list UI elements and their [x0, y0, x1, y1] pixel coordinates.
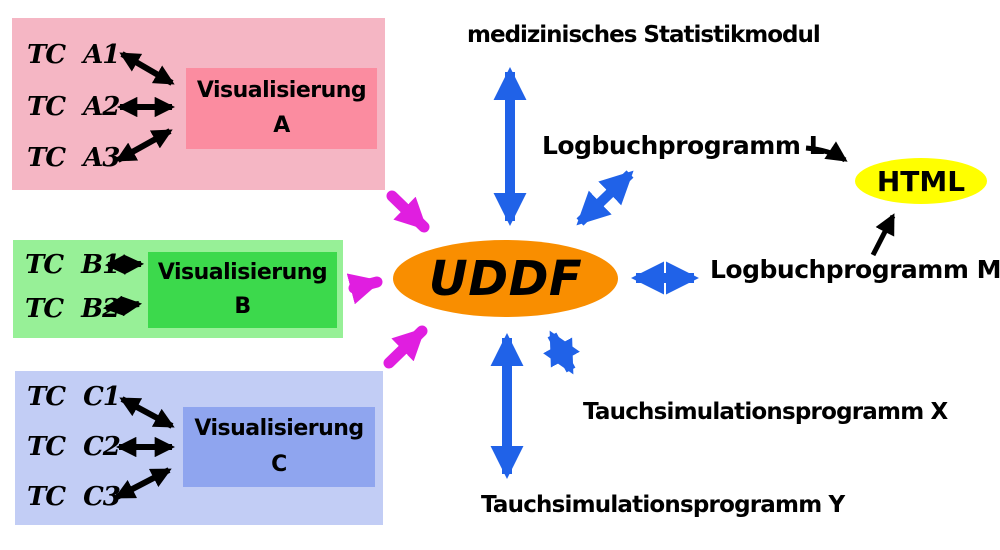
visualisierung-c-letter: C: [271, 451, 287, 477]
arrow-groupc-uddf: [383, 325, 428, 369]
tc-c2-label: TC C2: [27, 432, 121, 462]
tc-b2-label: TC B2: [25, 294, 120, 324]
tc-b1-label: TC B1: [25, 250, 120, 280]
tauchsimulation-x-label: Tauchsimulationsprogramm X: [583, 399, 948, 425]
visualisierung-b-letter: B: [234, 294, 251, 319]
html-node: HTML: [855, 158, 987, 204]
visualisierung-b-title: Visualisierung: [157, 260, 328, 285]
visualisierung-a-title: Visualisierung: [196, 77, 367, 103]
logbuchprogramm-l-label: Logbuchprogramm L: [542, 131, 825, 160]
arrow-uddf-logbuch-l: [576, 170, 634, 226]
arrow-uddf-tauchsim-x: [543, 330, 580, 375]
visualisierung-c-box: Visualisierung C: [183, 407, 375, 487]
visualisierung-a-letter: A: [273, 113, 290, 139]
tc-c1-label: TC C1: [27, 382, 121, 412]
uddf-label: UDDF: [428, 250, 583, 307]
visualisierung-b-box: Visualisierung B: [148, 252, 337, 328]
tc-a2-label: TC A2: [27, 92, 120, 122]
tc-a3-label: TC A3: [27, 143, 120, 173]
arrow-groupb-uddf: [346, 273, 383, 305]
uddf-node: UDDF: [393, 240, 618, 317]
visualisierung-a-box: Visualisierung A: [186, 68, 377, 149]
arrow-logbuch-m-html: [870, 213, 896, 257]
tc-a1-label: TC A1: [27, 40, 120, 70]
tc-c3-label: TC C3: [27, 482, 121, 512]
visualisierung-c-title: Visualisierung: [194, 416, 364, 442]
html-label: HTML: [876, 164, 966, 198]
logbuchprogramm-m-label: Logbuchprogramm M: [710, 255, 1000, 284]
arrow-groupa-uddf: [386, 190, 430, 233]
statistikmodul-label: medizinisches Statistikmodul: [467, 22, 821, 48]
tauchsimulation-y-label: Tauchsimulationsprogramm Y: [481, 492, 845, 518]
